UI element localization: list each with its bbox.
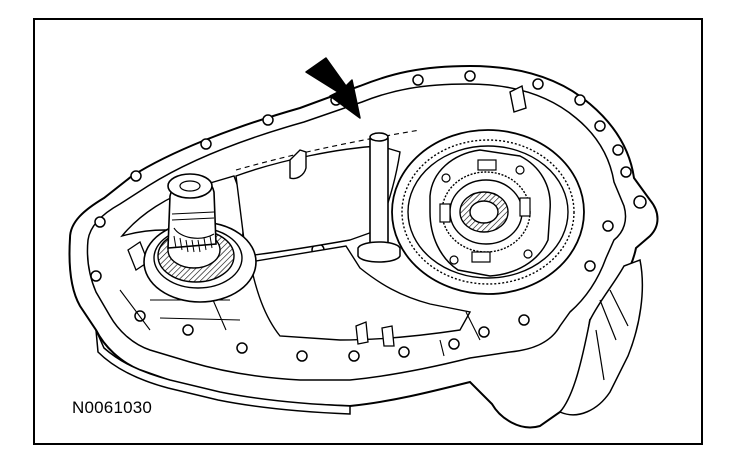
shift-rail-pin — [357, 132, 401, 263]
planetary-gear-assembly — [391, 129, 585, 295]
pointer-arrow-icon — [305, 57, 361, 119]
housing-flange-inner — [86, 83, 627, 381]
figure-reference-code: N0061030 — [72, 398, 153, 417]
casting-lower-body — [95, 329, 351, 415]
casting-right-body — [558, 258, 644, 416]
casting-ribs — [595, 289, 629, 381]
dashed-parting-line — [235, 129, 421, 171]
top-bracket — [289, 149, 307, 180]
bottom-tabs — [355, 321, 395, 347]
right-top-tab — [509, 84, 527, 113]
bolt-holes — [90, 70, 647, 362]
input-shaft-assembly — [143, 173, 257, 303]
internal-web-lower — [249, 245, 472, 341]
